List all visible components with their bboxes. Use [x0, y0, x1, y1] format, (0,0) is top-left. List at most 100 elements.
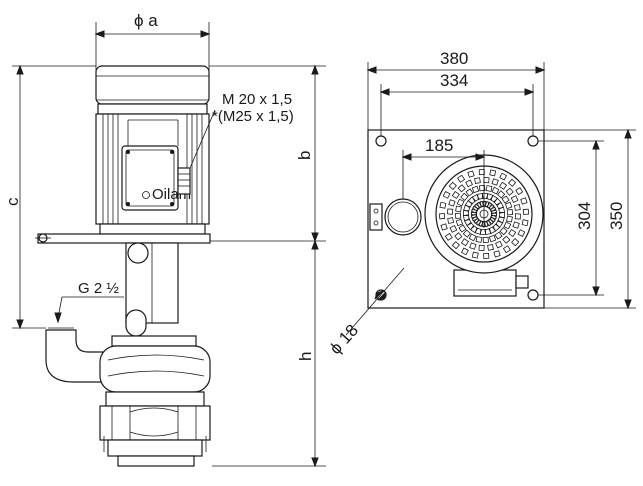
grille-cell: [442, 190, 451, 199]
grille-cell: [499, 172, 508, 181]
dim-a-label: ϕ a: [134, 11, 158, 30]
grille-cell: [499, 227, 508, 236]
dim-185-label: 185: [425, 136, 453, 155]
grille-cell: [506, 215, 513, 223]
grille-cell: [491, 178, 499, 186]
grille-cell: [521, 219, 529, 227]
mounting-plate: [35, 233, 211, 244]
grille-cell: [456, 198, 465, 207]
grille-cell: [502, 235, 511, 244]
inlet-label: G 2 ½: [78, 280, 119, 297]
grille-cell: [451, 241, 460, 250]
dim-334-label: 334: [440, 71, 468, 90]
grille-cell: [455, 212, 462, 219]
grille-cell: [457, 184, 466, 193]
top-view: 185 380 334 304: [326, 49, 636, 358]
grille-cell: [462, 229, 471, 238]
dim-c: c: [3, 64, 96, 330]
grille-cell: [501, 195, 510, 204]
grille-cell: [475, 236, 483, 243]
dim-b-label: b: [295, 151, 314, 160]
grille-cell: [455, 218, 464, 227]
thread-main-label: M 20 x 1,5: [222, 91, 292, 108]
grille-cell: [522, 208, 529, 215]
grille-cell: [460, 247, 469, 256]
grille-cell: [489, 169, 497, 177]
grille-cell: [474, 177, 481, 185]
grille-cell: [491, 186, 500, 195]
thread-alt-label: *(M25 x 1,5): [212, 108, 294, 125]
grille-cell: [490, 209, 498, 217]
thread-callout: M 20 x 1,5 *(M25 x 1,5): [189, 91, 294, 169]
grille-cell: [447, 217, 455, 224]
grille-cell: [493, 250, 501, 258]
dim-hole: ϕ 18: [326, 267, 405, 358]
grille-cell: [512, 221, 520, 229]
grille-cell: [506, 209, 513, 216]
grille-cell: [448, 181, 457, 190]
hole-dia-label: ϕ 18: [326, 321, 362, 358]
inlet-circle: [384, 198, 422, 236]
side-view: ϕ a: [3, 11, 326, 468]
grille-cell: [478, 244, 485, 251]
grille-cell: [454, 232, 463, 241]
grille-cell: [502, 245, 511, 254]
grille-cell: [448, 199, 456, 207]
grille-cell: [483, 252, 490, 259]
grille-cell: [520, 197, 528, 205]
grille-cell: [495, 240, 503, 249]
grille-cell: [469, 242, 477, 250]
grille-cell: [503, 221, 512, 230]
grille-cell: [468, 233, 477, 242]
grille-cell: [439, 201, 447, 209]
grille-cell: [457, 174, 466, 183]
mounting-hole-br: [527, 289, 539, 301]
grille-cell: [458, 224, 467, 233]
grille-cell: [471, 185, 480, 194]
grille-cell: [440, 223, 448, 231]
grille-cell: [485, 185, 493, 192]
grille-cell: [497, 190, 506, 199]
dim-350: 350: [544, 128, 636, 310]
dim-304: 304: [538, 139, 604, 297]
pump-housing: [99, 335, 211, 467]
grille-cell: [451, 190, 460, 200]
dim-185: 185: [401, 136, 486, 200]
dim-a: ϕ a: [94, 11, 211, 72]
mounting-hole-tr: [527, 135, 539, 147]
dim-334: 334: [379, 71, 535, 136]
grille-cell: [439, 213, 446, 220]
dim-h-label: h: [296, 352, 315, 361]
grille-cell: [508, 228, 517, 238]
grille-cell: [471, 251, 479, 259]
grille-cell: [460, 192, 469, 201]
grille-cell: [449, 225, 458, 233]
grille-cell: [488, 234, 497, 243]
dim-b-h: b h: [209, 64, 326, 468]
grille-cell: [447, 208, 454, 215]
dim-304-label: 304: [575, 202, 594, 230]
dim-350-label: 350: [607, 202, 626, 230]
grille-cell: [465, 179, 473, 188]
grille-cell: [455, 205, 462, 213]
grille-cell: [511, 238, 520, 247]
grille-cell: [460, 238, 470, 247]
grille-cell: [513, 204, 521, 211]
grille-cell: [479, 185, 486, 192]
grille-cell: [514, 213, 521, 220]
dim-c-label: c: [3, 197, 22, 206]
grille-cell: [505, 187, 514, 196]
grille-cell: [444, 232, 453, 241]
fan-grille: [439, 169, 529, 259]
motor: Oilam: [95, 65, 210, 235]
mounting-hole-tl: [375, 135, 387, 147]
pump-column: [125, 242, 179, 337]
grille-cell: [482, 236, 489, 243]
grille-cell: [517, 229, 526, 238]
grille-cell: [515, 187, 524, 196]
grille-cell: [487, 243, 494, 251]
dim-380: 380: [366, 49, 546, 130]
grille-cell: [504, 201, 513, 210]
